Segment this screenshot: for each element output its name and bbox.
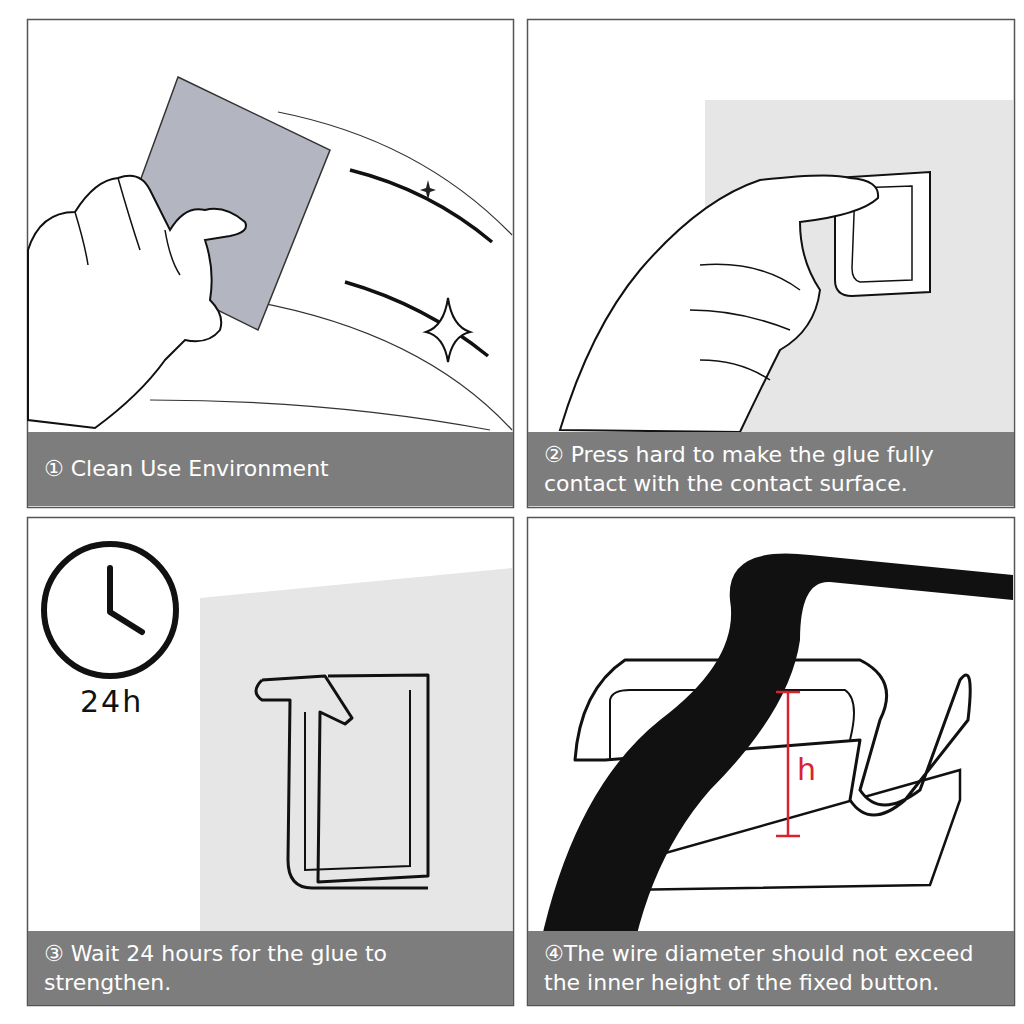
clip-inner [305, 690, 410, 870]
clip-outline [256, 680, 428, 888]
dimension-tick [776, 691, 800, 694]
finger-line [75, 178, 180, 275]
clock-hands [110, 568, 142, 632]
hand [28, 176, 246, 428]
panel-frame [528, 518, 1015, 1006]
duration-label: 24h [80, 684, 143, 719]
step-caption: ④The wire diameter should not exceed the… [544, 939, 1002, 997]
dimension-label: h [797, 752, 816, 787]
clip-inner [610, 690, 854, 760]
sparkle [420, 180, 436, 200]
caption-band: ④The wire diameter should not exceed the… [528, 931, 1014, 1005]
shine-stroke [350, 170, 492, 242]
sparkle [426, 298, 470, 362]
height-dimension [787, 692, 790, 836]
step-caption: ③ Wait 24 hours for the glue to strength… [44, 939, 501, 997]
panel-frame [28, 20, 514, 508]
hand [560, 175, 878, 432]
panel-frame [528, 20, 1015, 508]
panel-frame [28, 518, 514, 1006]
shine-stroke [345, 282, 488, 356]
surface-curve [150, 400, 490, 430]
caption-band: ③ Wait 24 hours for the glue to strength… [28, 931, 513, 1005]
clock-face [44, 544, 176, 676]
surface-curve [245, 300, 512, 430]
dimension-tick [776, 835, 800, 838]
caption-band: ① Clean Use Environment [28, 432, 513, 506]
finger-line [690, 264, 800, 380]
step-caption: ② Press hard to make the glue fully cont… [544, 440, 1002, 498]
caption-band: ② Press hard to make the glue fully cont… [528, 432, 1014, 506]
step-caption: ① Clean Use Environment [44, 454, 501, 483]
wall [200, 568, 512, 932]
